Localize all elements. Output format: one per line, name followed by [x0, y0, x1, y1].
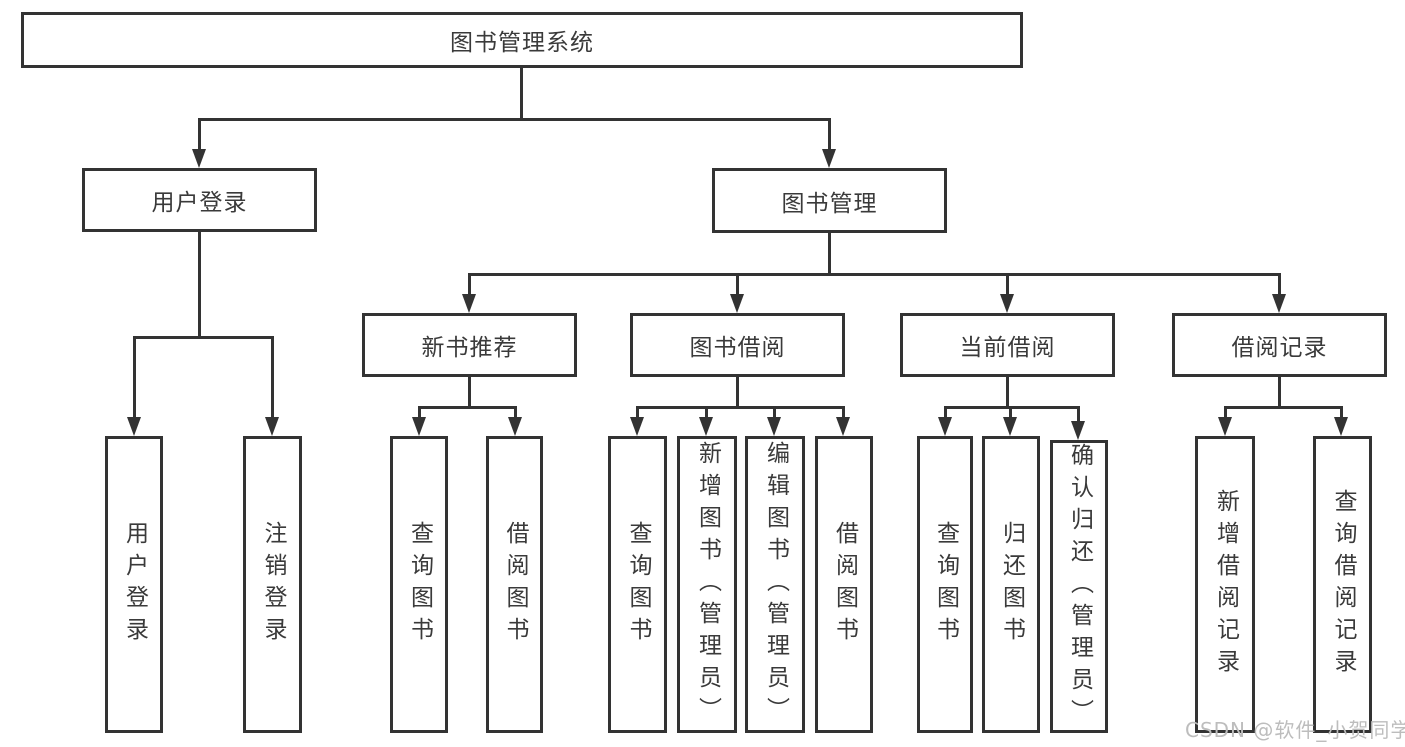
leaf-borrow-book: 借阅图书	[815, 436, 873, 733]
connector-book-mgmt-split	[468, 273, 1281, 276]
connector-drop-current-borrow	[1006, 273, 1009, 296]
connector-drop-edit-book	[773, 406, 776, 420]
arrowhead-borrow-query-icon	[630, 417, 644, 436]
leaf-add-borrow-record: 新增借阅记录	[1195, 436, 1255, 733]
leaf-borrow-query: 查询图书	[608, 436, 667, 733]
node-book-management: 图书管理	[712, 168, 947, 233]
leaf-current-query: 查询图书	[917, 436, 973, 733]
arrowhead-book-mgmt-icon	[822, 149, 836, 168]
connector-new-book-stem	[468, 377, 471, 409]
connector-borrow-record-split	[1224, 406, 1343, 409]
arrowhead-borrow-book-icon	[836, 417, 850, 436]
leaf-newbook-query: 查询图书	[390, 436, 448, 733]
connector-current-borrow-stem	[1006, 377, 1009, 409]
connector-user-login-split	[133, 336, 274, 339]
arrowhead-add-book-icon	[699, 417, 713, 436]
connector-drop-new-book	[468, 273, 471, 296]
node-book-borrow: 图书借阅	[630, 313, 845, 377]
connector-drop-add-record	[1224, 406, 1227, 420]
connector-new-book-split	[418, 406, 517, 409]
connector-book-mgmt-stem	[828, 233, 831, 274]
connector-drop-confirm-return	[1077, 406, 1080, 422]
connector-drop-leaf-user-login	[133, 336, 136, 420]
csdn-watermark: CSDN @软件_小贺同学	[1185, 718, 1405, 742]
connector-drop-borrow-book	[842, 406, 845, 420]
leaf-newbook-borrow: 借阅图书	[486, 436, 543, 733]
node-root-label: 图书管理系统	[450, 30, 594, 56]
connector-drop-borrow-query	[636, 406, 639, 420]
leaf-add-borrow-record-label: 新增借阅记录	[1212, 488, 1239, 681]
arrowhead-current-query-icon	[938, 417, 952, 436]
leaf-edit-book-admin: 编辑图书（管理员）	[745, 436, 805, 733]
node-current-borrow-label: 当前借阅	[959, 335, 1056, 361]
leaf-add-book-admin-label: 新增图书（管理员）	[694, 440, 721, 729]
leaf-borrow-query-label: 查询图书	[625, 520, 651, 649]
connector-book-borrow-stem	[736, 377, 739, 409]
arrowhead-book-borrow-icon	[730, 294, 744, 313]
connector-drop-user-login	[198, 118, 201, 152]
arrowhead-current-borrow-icon	[1000, 294, 1014, 313]
connector-drop-newbook-query	[418, 406, 421, 420]
connector-drop-newbook-borrow	[514, 406, 517, 420]
connector-borrow-record-stem	[1278, 377, 1281, 409]
connector-drop-borrow-record	[1278, 273, 1281, 296]
arrowhead-add-record-icon	[1218, 417, 1232, 436]
connector-root-stem	[520, 68, 523, 118]
connector-drop-add-book	[705, 406, 708, 420]
leaf-edit-book-admin-label: 编辑图书（管理员）	[762, 440, 789, 729]
connector-drop-return-book	[1009, 406, 1012, 420]
leaf-confirm-return-admin: 确认归还（管理员）	[1050, 440, 1108, 733]
arrowhead-confirm-return-icon	[1071, 421, 1085, 440]
arrowhead-query-record-icon	[1334, 417, 1348, 436]
leaf-confirm-return-admin-label: 确认归还（管理员）	[1066, 442, 1093, 731]
node-current-borrow: 当前借阅	[900, 313, 1115, 377]
connector-drop-query-record	[1340, 406, 1343, 420]
connector-root-split	[198, 118, 831, 121]
leaf-logout-label: 注销登录	[260, 520, 286, 649]
arrowhead-borrow-record-icon	[1272, 294, 1286, 313]
connector-drop-leaf-logout	[271, 336, 274, 420]
arrowhead-leaf-user-login-icon	[127, 417, 141, 436]
arrowhead-leaf-logout-icon	[265, 417, 279, 436]
arrowhead-new-book-icon	[462, 294, 476, 313]
node-root: 图书管理系统	[21, 12, 1023, 68]
connector-user-login-stem	[198, 232, 201, 337]
connector-book-borrow-split	[636, 406, 845, 409]
connector-drop-book-borrow	[736, 273, 739, 296]
node-borrow-record-label: 借阅记录	[1231, 335, 1328, 361]
arrowhead-newbook-borrow-icon	[508, 417, 522, 436]
arrowhead-edit-book-icon	[767, 417, 781, 436]
node-book-management-label: 图书管理	[781, 190, 878, 217]
leaf-newbook-query-label: 查询图书	[406, 520, 433, 649]
leaf-query-borrow-record: 查询借阅记录	[1313, 436, 1372, 733]
node-borrow-record: 借阅记录	[1172, 313, 1387, 377]
arrowhead-newbook-query-icon	[412, 417, 426, 436]
connector-drop-current-query	[944, 406, 947, 420]
node-user-login: 用户登录	[82, 168, 317, 232]
node-new-book-recommend: 新书推荐	[362, 313, 577, 377]
connector-drop-book-mgmt	[828, 118, 831, 152]
leaf-borrow-book-label: 借阅图书	[831, 520, 858, 649]
leaf-return-book-label: 归还图书	[998, 520, 1025, 649]
leaf-newbook-borrow-label: 借阅图书	[502, 520, 528, 649]
node-user-login-label: 用户登录	[151, 190, 248, 216]
leaf-current-query-label: 查询图书	[932, 520, 959, 649]
leaf-logout: 注销登录	[243, 436, 302, 733]
leaf-add-book-admin: 新增图书（管理员）	[677, 436, 737, 733]
connector-current-borrow-split	[944, 406, 1080, 409]
leaf-user-login: 用户登录	[105, 436, 163, 733]
leaf-return-book: 归还图书	[982, 436, 1040, 733]
node-book-borrow-label: 图书借阅	[689, 335, 786, 361]
leaf-user-login-label: 用户登录	[121, 520, 148, 649]
arrowhead-user-login-icon	[192, 149, 206, 168]
arrowhead-return-book-icon	[1003, 417, 1017, 436]
leaf-query-borrow-record-label: 查询借阅记录	[1330, 488, 1356, 681]
node-new-book-recommend-label: 新书推荐	[421, 335, 518, 361]
